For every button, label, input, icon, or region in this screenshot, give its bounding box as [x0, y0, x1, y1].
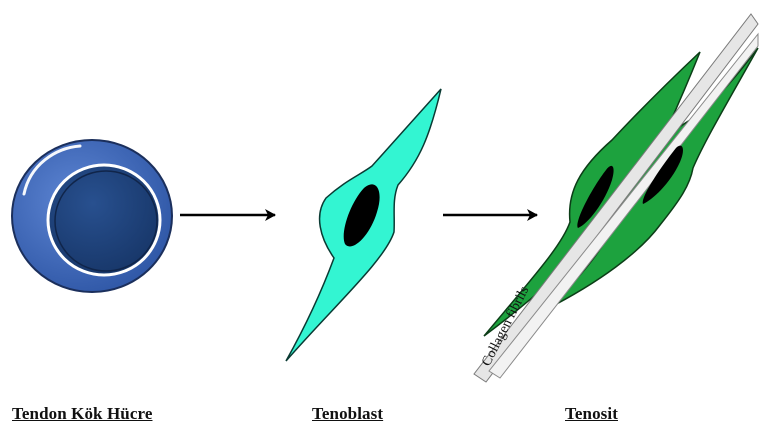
label-tenocyte: Tenosit: [565, 404, 618, 424]
label-stem-cell: Tendon Kök Hücre: [12, 404, 152, 424]
label-tenoblast: Tenoblast: [312, 404, 383, 424]
collagen-fibril-1: [474, 14, 758, 382]
tenoblast-cell: [286, 89, 441, 361]
tenocyte-group: Collagen fibrils: [474, 14, 758, 382]
collagen-fibril-2: [489, 34, 758, 378]
stem-cell: [12, 140, 172, 292]
